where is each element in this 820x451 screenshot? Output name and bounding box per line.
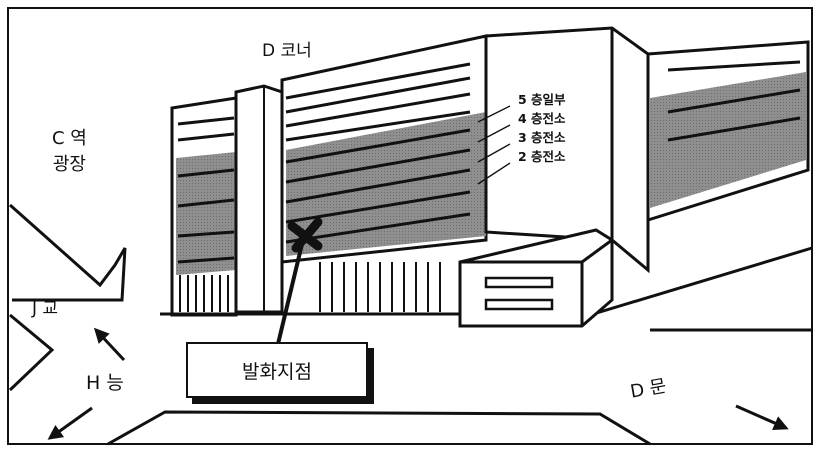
- stair-tower: [234, 84, 284, 314]
- annex-window-1: [484, 276, 554, 289]
- left-road-lower: [8, 313, 55, 392]
- arrow-bridge: [93, 327, 126, 362]
- frame: [7, 7, 813, 445]
- floor-label-3: 3 층전소: [518, 130, 566, 145]
- floor-label-2: 2 층전소: [518, 149, 566, 164]
- left-road: [9, 203, 127, 302]
- annex-window-2: [484, 298, 554, 311]
- floor-pointers: [477, 105, 511, 185]
- floor-label-4: 4 층전소: [518, 111, 566, 126]
- floor-damage-list: 5 층일부 4 층전소 3 층전소 2 층전소: [518, 90, 566, 166]
- floor-lines: [177, 62, 471, 264]
- burned-floors-left: [176, 152, 236, 275]
- right-road: [579, 246, 813, 320]
- bottom-road: [107, 410, 651, 446]
- fire-pointer-line: [276, 243, 304, 345]
- label-c-station: C 역: [52, 128, 87, 149]
- arrow-gate: [735, 404, 789, 431]
- floor-label-5: 5 층일부: [518, 92, 566, 107]
- label-c-station-plaza: C 역 광장: [52, 126, 87, 178]
- label-d-corner: D 코너: [262, 41, 312, 61]
- fire-origin-callout: 발화지점: [186, 342, 368, 398]
- ground-columns: [179, 262, 441, 312]
- tall-tower: [484, 26, 650, 274]
- fire-mark: [287, 217, 323, 253]
- arrow-hill: [47, 406, 93, 440]
- label-h-hill: H 능: [86, 372, 124, 394]
- right-wing-burned: [650, 72, 806, 208]
- label-plaza: 광장: [52, 154, 86, 175]
- label-j-bridge: J 교: [32, 299, 59, 319]
